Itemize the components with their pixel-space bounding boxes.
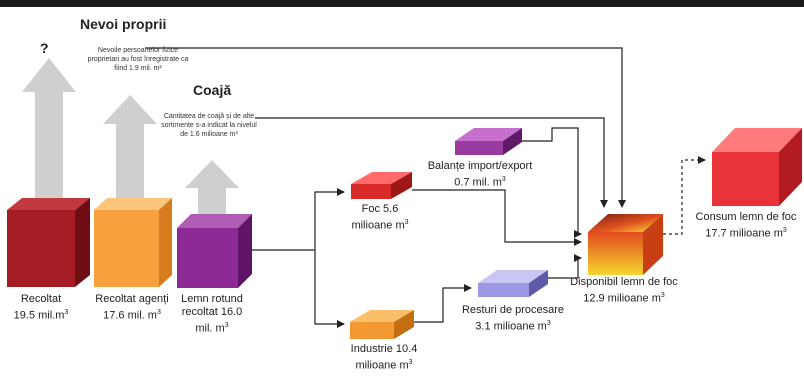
cube-consum <box>712 128 802 206</box>
cube-recoltat <box>7 198 90 287</box>
label-foc: Foc 5.6 milioane m3 <box>351 203 409 232</box>
flow-line-balanta-to-disponibil <box>522 127 582 238</box>
label-disponibil: Disponibil lemn de foc 12.9 milioane m3 <box>570 276 678 305</box>
flow-line-disponibil-to-consum <box>663 156 706 235</box>
flow-line-nevoi-to-disponibil <box>145 47 626 208</box>
cube-foc <box>351 172 412 199</box>
note-coaja: Cantitatea de coajă și de alte sortiment… <box>161 113 257 138</box>
flow-line-foc-to-disponibil <box>412 189 582 246</box>
label-lemn-rotund: Lemn rotund recoltat 16.0 mil. m3 <box>181 293 243 335</box>
cube-lemn-rotund <box>177 214 252 288</box>
cube-resturi <box>478 270 548 297</box>
flow-line-industrie-to-resturi <box>414 284 472 323</box>
label-recoltat-agenti: Recoltat agenți 17.6 mil. m3 <box>95 293 169 322</box>
question-mark: ? <box>40 40 49 56</box>
upward-arrow-nevoi <box>22 58 76 198</box>
heading-nevoi-proprii: Nevoi proprii <box>80 16 167 32</box>
label-industrie: Industrie 10.4 milioane m3 <box>350 343 418 372</box>
heading-coaja: Coajă <box>193 82 232 98</box>
upward-arrow-lemn <box>185 160 239 214</box>
note-nevoi: Nevoile persoanelor fizice proprietari a… <box>87 47 189 72</box>
upward-arrow-coaja <box>103 95 157 200</box>
cube-industrie <box>350 310 414 339</box>
flow-line-to-industrie <box>314 250 345 328</box>
top-border <box>0 0 804 7</box>
label-consum: Consum lemn de foc 17.7 milioane m3 <box>695 211 797 240</box>
flow-line-resturi-to-disponibil <box>548 254 582 279</box>
label-balanta: Balanțe import/export 0.7 mil. m3 <box>427 160 533 189</box>
flow-line-coaja-to-disponibil <box>255 117 608 208</box>
flow-line-to-foc <box>314 188 345 250</box>
connectors <box>145 47 706 328</box>
label-resturi: Resturi de procesare 3.1 milioane m3 <box>461 304 565 333</box>
cube-recoltat-agenti <box>94 198 172 287</box>
cube-balanta <box>455 128 522 155</box>
cube-disponibil <box>588 214 663 275</box>
label-recoltat: Recoltat 19.5 mil.m3 <box>13 293 69 322</box>
